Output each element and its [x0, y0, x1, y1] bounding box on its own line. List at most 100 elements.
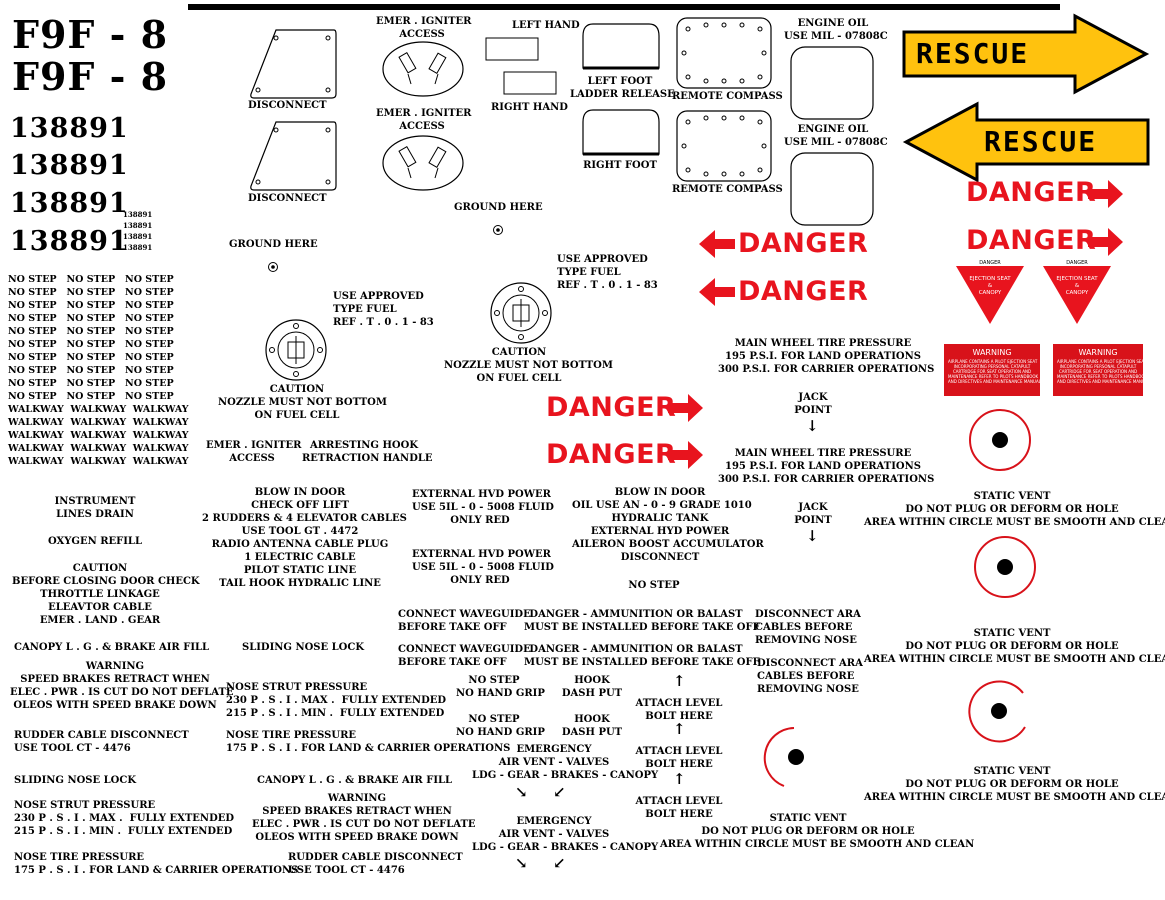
- engine-oil-panel-2-icon: [790, 152, 874, 226]
- static-vent-label-4: STATIC VENT DO NOT PLUG OR DEFORM OR HOL…: [660, 813, 975, 850]
- serial-large-1: 138891: [10, 113, 129, 144]
- right-hand-label: RIGHT HAND: [491, 102, 568, 113]
- left-hand-label: LEFT HAND: [512, 20, 580, 31]
- jack-arrow-1-icon: ↓: [806, 417, 819, 435]
- warning-plate-body: AIRPLANE CONTAINS A PILOT EJECTION SEAT …: [1057, 359, 1150, 384]
- attach-level-label-1: ATTACH LEVEL BOLT HERE: [635, 698, 723, 722]
- static-vent-label-3: STATIC VENT DO NOT PLUG OR DEFORM OR HOL…: [864, 766, 1165, 803]
- disconnect-ara-label-1: DISCONNECT ARA CABLES BEFORE REMOVING NO…: [755, 609, 861, 646]
- main-wheel-label-1: MAIN WHEEL TIRE PRESSURE 195 P.S.I. FOR …: [718, 338, 935, 375]
- danger-label-4: DANGER: [738, 276, 869, 307]
- fuel-cap-1-icon: [265, 319, 327, 381]
- engine-oil-panel-1-icon: [790, 46, 874, 120]
- disconnect-panel-2-icon: [250, 121, 337, 191]
- left-foot-label: LEFT FOOT LADDER RELEASE: [570, 76, 675, 100]
- ammunition-label-1: DANGER - AMMUNITION OR BALAST MUST BE IN…: [524, 609, 760, 633]
- serial-small-1: 138891: [123, 210, 153, 219]
- serial-small-2: 138891: [123, 221, 153, 230]
- left-foot-plate-icon: [582, 23, 660, 70]
- emer-igniter-label-1: EMER . IGNITER ACCESS: [376, 16, 472, 40]
- emergency-label-2: EMERGENCY AIR VENT - VALVES LDG - GEAR -…: [472, 816, 659, 853]
- attach-arrow-2-icon: ↑: [673, 720, 686, 738]
- danger-label-6: DANGER: [546, 439, 677, 470]
- blow-in-door-label-1: BLOW IN DOOR CHECK OFF LIFT 2 RUDDERS & …: [202, 487, 407, 589]
- warning-plate-head: WARNING: [1078, 348, 1118, 357]
- canopy-lg-label-2: CANOPY L . G . & BRAKE AIR FILL: [257, 775, 453, 786]
- engine-oil-label-2: ENGINE OIL USE MIL - 07808C: [784, 124, 888, 148]
- right-hand-plate-icon: [503, 71, 557, 95]
- jack-point-label-2: JACK POINT: [794, 502, 832, 526]
- canopy-lg-label-1: CANOPY L . G . & BRAKE AIR FILL: [14, 642, 210, 653]
- emergency-arrow-1-icon: ↘: [515, 783, 528, 801]
- caution-door-label: CAUTION BEFORE CLOSING DOOR CHECK THROTT…: [12, 563, 200, 626]
- ejection-center-1: EJECTION SEAT & CANOPY: [969, 276, 1011, 296]
- instrument-lines-label: INSTRUMENT LINES DRAIN: [54, 496, 136, 520]
- ejection-top-2: DANGER: [1066, 260, 1088, 266]
- serial-large-4: 138891: [10, 226, 129, 257]
- ext-hyd-label-1: EXTERNAL HVD POWER USE 5IL - 0 - 5008 FL…: [412, 489, 554, 526]
- no-step-row: NO STEP NO STEP NO STEP: [8, 274, 174, 285]
- attach-arrow-3-icon: ↑: [673, 770, 686, 788]
- hook-dash-label-1: HOOK DASH PUT: [561, 675, 623, 699]
- no-step-block: NO STEP NO STEP NO STEP NO STEP NO STEP …: [8, 273, 189, 468]
- jack-point-label-1: JACK POINT: [794, 392, 832, 416]
- walkway-row: WALKWAY WALKWAY WALKWAY: [8, 456, 189, 467]
- connect-waveguide-label-2: CONNECT WAVEGUIDE BEFORE TAKE OFF: [398, 644, 531, 668]
- hook-dash-label-2: HOOK DASH PUT: [561, 714, 623, 738]
- main-wheel-label-2: MAIN WHEEL TIRE PRESSURE 195 P.S.I. FOR …: [718, 448, 935, 485]
- no-step-row: NO STEP NO STEP NO STEP: [8, 391, 174, 402]
- no-step-row: NO STEP NO STEP NO STEP: [8, 352, 174, 363]
- attach-level-label-2: ATTACH LEVEL BOLT HERE: [635, 746, 723, 770]
- static-vent-ring-3-icon: [968, 680, 1026, 743]
- emergency-arrow-2-icon: ↙: [553, 783, 566, 801]
- attach-level-label-3: ATTACH LEVEL BOLT HERE: [635, 796, 723, 820]
- danger-arrow-left-icon: [699, 278, 735, 306]
- nose-strut-label-1: NOSE STRUT PRESSURE 230 P . S . I . MAX …: [226, 682, 447, 719]
- ground-point-2-icon: [493, 225, 503, 235]
- emergency-arrow-3-icon: ↘: [515, 854, 528, 872]
- serial-small-4: 138891: [123, 243, 153, 252]
- nose-tire-label-1: NOSE TIRE PRESSURE 175 P . S . I . FOR L…: [226, 730, 511, 754]
- danger-label-3: DANGER: [738, 228, 869, 259]
- remote-compass-label-2: REMOTE COMPASS: [672, 184, 783, 195]
- remote-compass-panel-1-icon: [676, 17, 772, 89]
- static-vent-label-2: STATIC VENT DO NOT PLUG OR DEFORM OR HOL…: [864, 628, 1165, 665]
- rescue-arrow-right-icon: [902, 13, 1150, 95]
- danger-label-2: DANGER: [966, 225, 1097, 256]
- ext-hyd-label-2: EXTERNAL HVD POWER USE 5IL - 0 - 5008 FL…: [412, 549, 554, 586]
- arresting-hook-label: ARRESTING HOOK RETRACTION HANDLE: [302, 440, 433, 464]
- no-step-row: NO STEP NO STEP NO STEP: [8, 313, 174, 324]
- warning-plate-head: WARNING: [972, 348, 1012, 357]
- disconnect-panel-1-icon: [250, 29, 337, 99]
- warning-plate-1: WARNING AIRPLANE CONTAINS A PILOT EJECTI…: [944, 344, 1041, 396]
- fuel-cap-2-icon: [490, 282, 552, 344]
- walkway-row: WALKWAY WALKWAY WALKWAY: [8, 430, 189, 441]
- model-title-1: F9F - 8: [12, 12, 169, 57]
- oxygen-refill-label: OXYGEN REFILL: [48, 536, 142, 547]
- danger-arrow-right-icon: [1088, 180, 1123, 208]
- no-step-grip-label-2: NO STEP NO HAND GRIP: [456, 714, 545, 738]
- rudder-cable-label-2: RUDDER CABLE DISCONNECT USE TOOL CT - 44…: [288, 852, 463, 876]
- walkway-row: WALKWAY WALKWAY WALKWAY: [8, 443, 189, 454]
- danger-arrow-right-icon: [668, 394, 703, 422]
- serial-large-2: 138891: [10, 150, 129, 181]
- walkway-row: WALKWAY WALKWAY WALKWAY: [8, 417, 189, 428]
- ejection-top-1: DANGER: [979, 260, 1001, 266]
- ejection-triangle-1-icon: [956, 266, 1024, 324]
- no-step-row: NO STEP NO STEP NO STEP: [8, 365, 174, 376]
- disconnect-ara-label-2: DISCONNECT ARA CABLES BEFORE REMOVING NO…: [757, 658, 863, 695]
- ground-here-label-2: GROUND HERE: [454, 202, 543, 213]
- left-hand-plate-icon: [485, 37, 539, 61]
- emer-igniter-label-2: EMER . IGNITER ACCESS: [376, 108, 472, 132]
- ground-here-label-1: GROUND HERE: [229, 239, 318, 250]
- danger-label-1: DANGER: [966, 177, 1097, 208]
- connect-waveguide-label-1: CONNECT WAVEGUIDE BEFORE TAKE OFF: [398, 609, 531, 633]
- ejection-triangle-2-icon: [1043, 266, 1111, 324]
- nose-strut-label-2: NOSE STRUT PRESSURE 230 P . S . I . MAX …: [14, 800, 235, 837]
- serial-large-3: 138891: [10, 188, 129, 219]
- ejection-center-2: EJECTION SEAT & CANOPY: [1056, 276, 1098, 296]
- rudder-cable-label-1: RUDDER CABLE DISCONNECT USE TOOL CT - 44…: [14, 730, 189, 754]
- no-step-label: NO STEP: [628, 580, 680, 591]
- model-title-2: F9F - 8: [12, 54, 169, 99]
- warning-plate-body: AIRPLANE CONTAINS A PILOT EJECTION SEAT …: [948, 359, 1041, 384]
